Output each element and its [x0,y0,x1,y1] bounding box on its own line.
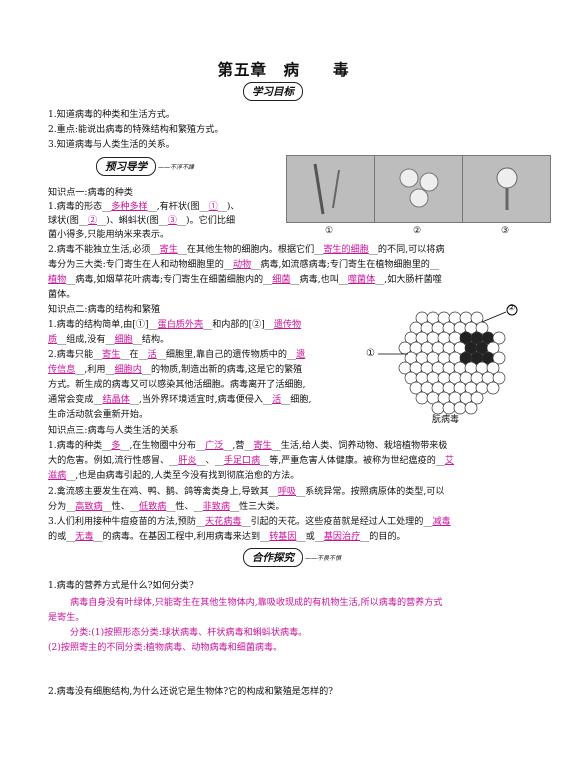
banner-label: 合作探究 [243,548,303,567]
figure-label: ③ [501,226,510,236]
question-2: 2.病毒没有细胞结构,为什么还说它是生物体?它的构成和繁殖是怎样的? [48,687,334,697]
banner-tag: ——不浮不躁 [158,164,195,171]
kp3-line: 1.病毒的种类__多__,在生物圈中分布__广泛__,营__寄生__生活,给人类… [48,441,448,451]
banner-learning-goals: 学习目标 [243,82,303,101]
kp3-line: 滋病__,也是由病毒引起的,人类至今没有找到彻底治愈的方法。 [48,471,300,481]
kp3-line: 的或__无毒__的病毒。在基因工程中,利用病毒来达到__转基因__或__基因治疗… [48,532,406,542]
answer-line: 病毒自身没有叶绿体,只能寄生在其他生物体内,靠吸收现成的有机物生活,所以病毒的营… [70,598,443,608]
kp1-line: 1.病毒的形态__多种多样__,有杆状(图__①__)、 [48,202,240,212]
kp1-line: 菌体。 [48,290,76,300]
question-1: 1.病毒的营养方式是什么?如何分类? [48,581,194,591]
kp3-line: 2.禽流感主要发生在鸡、鸭、鹅、鸽等禽类身上,导致其__呼吸__系统异常。按照病… [48,487,445,497]
capsomere [464,401,478,415]
kp2-line: 1.病毒的结构简单,由[①]__蛋白质外壳__和内部的[②]__遗传物 [48,320,302,330]
kp2-line: 生命活动就会重新开始。 [48,410,149,420]
capsomere [470,311,484,325]
kp1-line: 菌小得多,只能用纳米来表示。 [48,230,170,240]
kp2-line: 质__组成,没有__细胞__结构。 [48,335,170,345]
rod-virus-photo [286,155,375,223]
capsomere [492,371,506,385]
virus-structure-diagram [378,304,518,415]
kp1-line: 植物__病毒,如烟草花叶病毒;专门寄生在细菌细胞内的__细菌__病毒,也叫__噬… [48,275,442,285]
capsomere [492,331,506,345]
spherical-virus-photo [374,155,463,223]
banner-tag: ——不畏不惧 [305,555,342,562]
kp2-line: 传信息__,利用__细胞内__的物质,制造出新的病毒,这是它的繁殖 [48,365,303,375]
capsomere [486,361,500,375]
answer-line: (2)按照寄主的不同分类:植物病毒、动物病毒和细菌病毒。 [48,643,283,653]
goal-item: 2.重点:能说出病毒的特殊结构和繁殖方式。 [48,125,224,135]
banner-label: 学习目标 [243,82,303,101]
capsomere [470,391,484,405]
capsomere [415,391,429,405]
answer-line: 是寄生。 [48,613,85,623]
capsomere [486,341,500,355]
figure-label: ② [413,226,422,236]
virus-label-2: ② [508,303,516,312]
answer-line: 分类:(1)按照形态分类:球状病毒、杆状病毒和蝌蚪状病毒。 [70,628,308,638]
capsomere [492,351,506,365]
virus-label-1: ① [366,348,375,359]
goal-item: 3.知道病毒与人类生活的关系。 [48,140,175,150]
kp2-line: 2.病毒只能__寄生__在__活__细胞里,靠自己的遗传物质中的__遗 [48,350,306,360]
kp1-line: 毒分为三大类:专门寄生在人和动物细胞里的__动物__病毒,如流感病毒;专门寄生在… [48,260,439,270]
kp1-line: 球状(图__②__)、蝌蚪状(图__③__)。它们比细 [48,216,236,226]
tadpole-virus-photo [462,155,551,223]
banner-cooperation: 合作探究 ——不畏不惧 [243,548,341,567]
kp3-line: 分为__高致病__性、__低致病__性、__非致病__性三大类。 [48,502,285,512]
kp2-title: 知识点二:病毒的结构和繁殖 [48,305,161,315]
kp3-line: 大的危害。例如,流行性感冒、__肝炎__、__手足口病__等,严重危害人体健康。… [48,456,454,466]
kp3-line: 3.人们利用接种牛痘疫苗的方法,预防__天花病毒__引起的天花。这些疫苗就是经过… [48,517,451,527]
virus-caption: 朊病毒 [432,415,460,425]
kp1-title: 知识点一:病毒的种类 [48,188,133,198]
kp1-line: 2.病毒不能独立生活,必须__寄生__在其他生物的细胞内。根据它们__寄生的细胞… [48,245,445,255]
kp2-line: 方式。新生成的病毒又可以感染其他活细胞。病毒离开了活细胞, [48,380,306,390]
kp3-title: 知识点三:病毒与人类生活的关系 [48,426,179,436]
banner-label: 预习导学 [96,157,156,176]
page-title: 第五章 病 毒 [217,61,350,79]
figure-label: ① [325,226,334,236]
kp2-line: 通常会变成__结晶体__,当外界环境适宜时,病毒便侵入__活__细胞, [48,395,312,405]
capsomere [486,381,500,395]
goal-item: 1.知道病毒的种类和生活方式。 [48,110,175,120]
banner-preview: 预习导学 ——不浮不躁 [96,157,194,176]
